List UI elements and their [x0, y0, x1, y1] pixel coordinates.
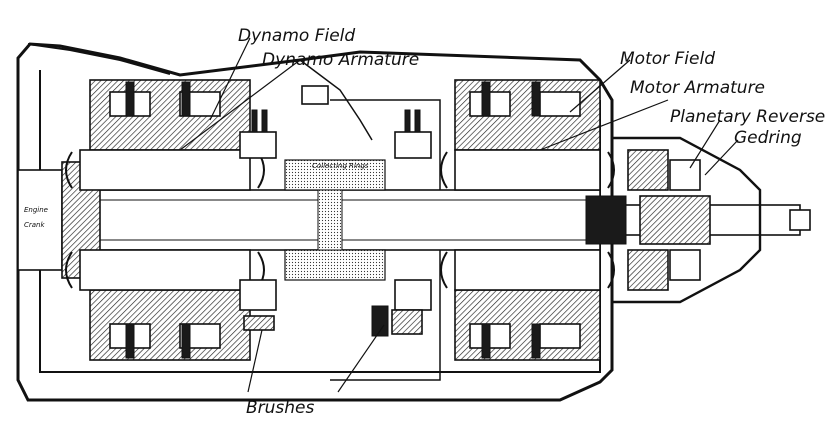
planetary-reverse-label: Planetary Reverse [670, 107, 825, 127]
planetary-reverse-gearing [585, 136, 762, 304]
dynamo-field [89, 79, 251, 361]
callout-labels: Dynamo Field Dynamo Armature Motor Field… [238, 26, 825, 418]
motor-field-label: Motor Field [620, 49, 715, 69]
gearing-label: Gedring [734, 128, 802, 148]
brush-holders [239, 109, 432, 337]
motor-armature-label: Motor Armature [630, 78, 765, 98]
brushes-label: Brushes [246, 398, 315, 418]
motor-armature [440, 149, 615, 291]
dynamo-armature-label: Dynamo Armature [262, 50, 419, 70]
collecting-rings: Collecting Rings [284, 159, 386, 281]
engine-label: Engine [24, 206, 48, 214]
leader-lines [179, 37, 739, 393]
dynamo-armature [65, 149, 265, 291]
motor-field [454, 79, 601, 361]
dynamo-field-label: Dynamo Field [238, 26, 355, 46]
collecting-rings-label: Collecting Rings [312, 162, 369, 170]
crank-label: Crank [24, 221, 45, 229]
